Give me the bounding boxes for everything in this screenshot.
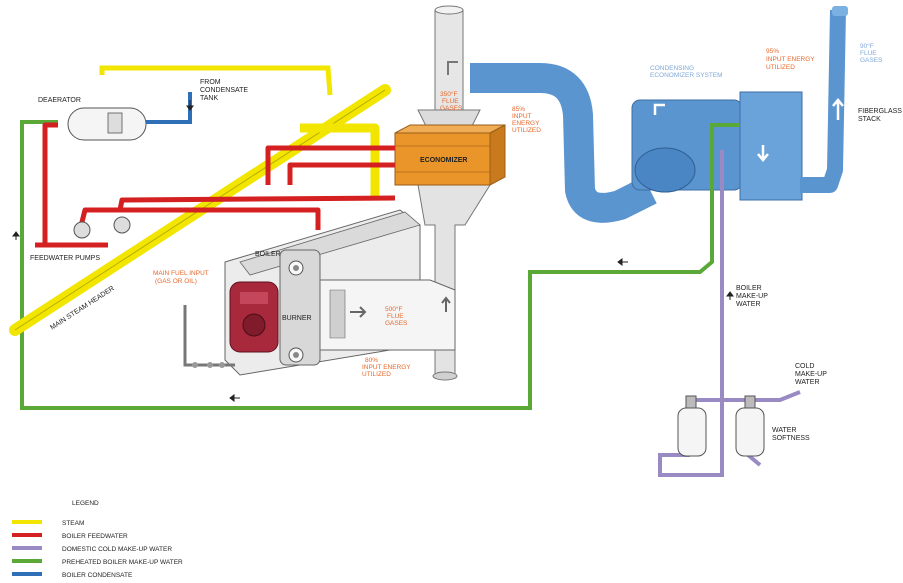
- legend-item-cold-makeup: DOMESTIC COLD MAKE-UP WATER: [12, 546, 172, 553]
- stack-gases-label-3: GASES: [860, 57, 883, 64]
- legend-label-cold-makeup: DOMESTIC COLD MAKE-UP WATER: [62, 546, 172, 553]
- econ-energy-label-2: INPUT: [512, 113, 532, 120]
- makeup-label-1: BOILER: [736, 285, 762, 292]
- main-fuel-label-1: MAIN FUEL INPUT: [153, 270, 209, 277]
- makeup-label-2: MAKE-UP: [736, 293, 768, 300]
- boiler-flue-label-3: GASES: [385, 320, 408, 327]
- fiberglass-label-2: STACK: [858, 116, 881, 123]
- stack-gases-label-2: FLUE: [860, 50, 877, 57]
- economizer-label: ECONOMIZER: [420, 157, 467, 164]
- boiler-energy-label-3: UTILIZED: [362, 371, 391, 378]
- from-condensate-label-2: CONDENSATE: [200, 87, 248, 94]
- legend-title: LEGEND: [72, 500, 99, 507]
- legend: LEGEND STEAM BOILER FEEDWATER DOMESTIC C…: [12, 500, 183, 579]
- legend-label-condensate: BOILER CONDENSATE: [62, 572, 133, 579]
- boiler-flue-temp: 500°F: [385, 305, 402, 313]
- econ-energy-label-4: UTILIZED: [512, 127, 541, 134]
- cond-energy-label-3: UTILIZED: [766, 64, 795, 71]
- legend-item-feedwater: BOILER FEEDWATER: [12, 533, 128, 540]
- econ-energy-pct: 85%: [512, 106, 525, 113]
- deaerator-tank: [68, 92, 190, 140]
- boiler-flue-label-2: FLUE: [387, 313, 404, 320]
- legend-label-feedwater: BOILER FEEDWATER: [62, 533, 128, 540]
- cond-energy-pct: 95%: [766, 48, 779, 55]
- from-condensate-label-1: FROM: [200, 79, 221, 86]
- cold-makeup-label-3: WATER: [795, 379, 820, 386]
- burner-unit: [230, 282, 278, 352]
- deaerator-label: DEAERATOR: [38, 97, 81, 104]
- legend-label-steam: STEAM: [62, 520, 84, 527]
- condensing-label-1: CONDENSING: [650, 65, 694, 72]
- legend-item-condensate: BOILER CONDENSATE: [12, 572, 133, 579]
- boiler-label: BOILER: [255, 251, 281, 258]
- legend-item-preheated: PREHEATED BOILER MAKE-UP WATER: [12, 559, 183, 566]
- stack-gases-temp: 90°F: [860, 42, 874, 50]
- legend-swatch-cold-makeup: [12, 546, 42, 550]
- burner-label: BURNER: [282, 315, 312, 322]
- fiberglass-label-1: FIBERGLASS: [858, 108, 902, 115]
- from-condensate-label-3: TANK: [200, 95, 218, 102]
- cold-makeup-label-1: COLD: [795, 363, 814, 370]
- boiler-energy-label-2: INPUT ENERGY: [362, 364, 411, 371]
- main-fuel-label-2: (GAS OR OIL): [155, 278, 197, 285]
- stack-flue-label-3: GASES: [440, 105, 463, 112]
- legend-item-steam: STEAM: [12, 520, 84, 527]
- makeup-label-3: WATER: [736, 301, 761, 308]
- legend-swatch-condensate: [12, 572, 42, 576]
- econ-energy-label-3: ENERGY: [512, 120, 540, 127]
- feedwater-pumps-label: FEEDWATER PUMPS: [30, 255, 100, 262]
- cold-makeup-label-2: MAKE-UP: [795, 371, 827, 378]
- legend-swatch-preheated: [12, 559, 42, 563]
- stack-flue-temp: 350°F: [440, 90, 457, 98]
- economizer-unit: [395, 125, 505, 185]
- softness-label-1: WATER: [772, 427, 797, 434]
- boiler-energy-pct: 80%: [365, 357, 378, 364]
- legend-label-preheated: PREHEATED BOILER MAKE-UP WATER: [62, 559, 183, 566]
- softness-label-2: SOFTNESS: [772, 435, 810, 442]
- legend-swatch-feedwater: [12, 533, 42, 537]
- stack-flue-label-2: FLUE: [442, 98, 459, 105]
- condensing-label-2: ECONOMIZER SYSTEM: [650, 72, 723, 79]
- legend-swatch-steam: [12, 520, 42, 524]
- cond-energy-label-2: INPUT ENERGY: [766, 56, 815, 63]
